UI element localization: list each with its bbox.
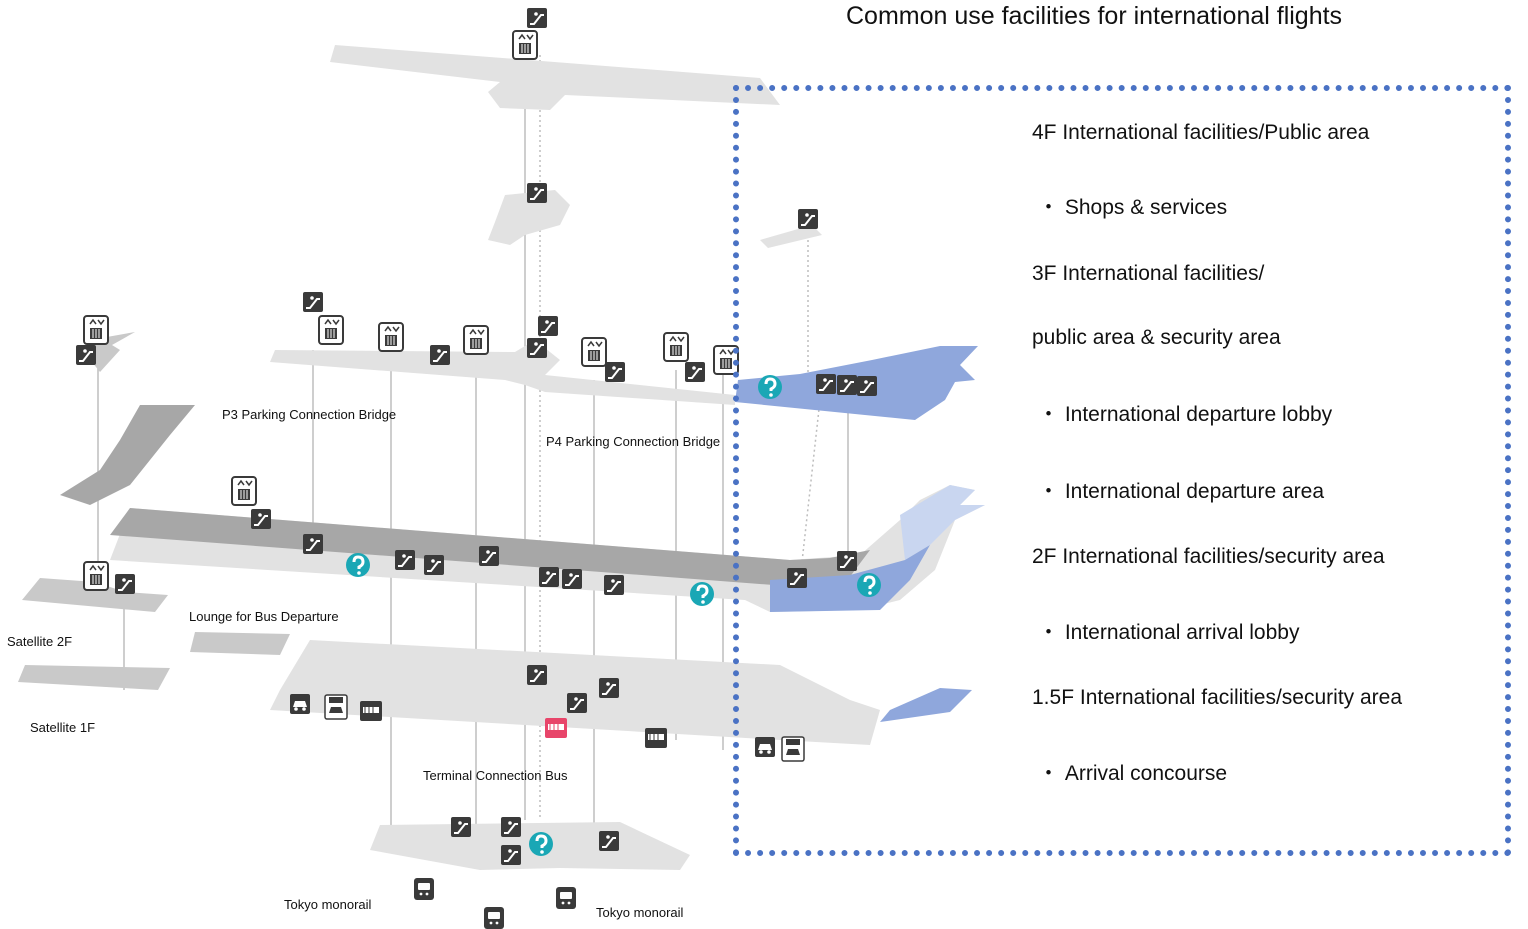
- elevator-icon[interactable]: [318, 315, 344, 345]
- floor-5f-observation: [330, 45, 780, 110]
- legend-line-3f: 3F International facilities/: [1032, 262, 1265, 285]
- info-icon[interactable]: [688, 580, 716, 608]
- monorail-icon[interactable]: [484, 907, 504, 929]
- lounge-bus-label: Lounge for Bus Departure: [189, 609, 339, 624]
- legend-line-departure-lobby: ・ International departure lobby: [1038, 403, 1333, 426]
- escalator-icon[interactable]: [684, 361, 706, 383]
- elevator-icon[interactable]: [83, 315, 109, 345]
- escalator-icon[interactable]: [302, 533, 324, 555]
- elevator-icon[interactable]: [663, 332, 689, 362]
- escalator-icon[interactable]: [114, 573, 136, 595]
- legend-line-arrival-concourse: ・ Arrival concourse: [1038, 762, 1228, 785]
- elevator-icon[interactable]: [463, 325, 489, 355]
- monorail-label-left: Tokyo monorail: [284, 897, 372, 912]
- p4-bridge-label: P4 Parking Connection Bridge: [546, 434, 720, 449]
- escalator-icon[interactable]: [598, 677, 620, 699]
- bus-icon[interactable]: [359, 700, 383, 722]
- floor-satellite-2f: [22, 578, 168, 612]
- legend-line-2f: 2F International facilities/security are…: [1032, 545, 1385, 568]
- legend-line-departure-area: ・ International departure area: [1038, 480, 1325, 503]
- floor-satellite-1f: [18, 665, 170, 690]
- car-icon[interactable]: [290, 694, 310, 714]
- escalator-icon[interactable]: [538, 566, 560, 588]
- info-icon[interactable]: [527, 830, 555, 858]
- escalator-icon[interactable]: [500, 816, 522, 838]
- monorail-icon[interactable]: [414, 878, 434, 900]
- elevator-icon[interactable]: [378, 322, 404, 352]
- escalator-icon[interactable]: [526, 664, 548, 686]
- legend-line-3f-areas: public area & security area: [1032, 326, 1281, 349]
- escalator-icon[interactable]: [302, 291, 324, 313]
- escalator-icon[interactable]: [429, 344, 451, 366]
- legend-box: [733, 85, 1511, 856]
- page-title: Common use facilities for international …: [846, 2, 1343, 30]
- elevator-icon[interactable]: [231, 476, 257, 506]
- escalator-icon[interactable]: [598, 830, 620, 852]
- satellite-2f-label: Satellite 2F: [7, 634, 72, 649]
- elevator-icon[interactable]: [83, 561, 109, 591]
- escalator-icon[interactable]: [537, 315, 559, 337]
- escalator-icon[interactable]: [526, 182, 548, 204]
- escalator-icon[interactable]: [450, 816, 472, 838]
- escalator-icon[interactable]: [566, 692, 588, 714]
- bus-icon[interactable]: [644, 727, 668, 749]
- floor-2f: [270, 640, 972, 745]
- taxi-icon[interactable]: [324, 694, 348, 720]
- info-icon[interactable]: [344, 551, 372, 579]
- escalator-icon[interactable]: [604, 361, 626, 383]
- terminal-bus-label: Terminal Connection Bus: [423, 768, 568, 783]
- escalator-icon[interactable]: [526, 7, 548, 29]
- escalator-icon[interactable]: [250, 508, 272, 530]
- legend-line-4f: 4F International facilities/Public area: [1032, 121, 1370, 144]
- legend-line-arrival-lobby: ・ International arrival lobby: [1038, 621, 1300, 644]
- escalator-icon[interactable]: [561, 568, 583, 590]
- monorail-label-right: Tokyo monorail: [596, 905, 684, 920]
- p3-bridge-label: P3 Parking Connection Bridge: [222, 407, 396, 422]
- elevator-icon[interactable]: [512, 30, 538, 60]
- legend-line-shops: ・ Shops & services: [1038, 196, 1228, 219]
- floor-4f-upper: [488, 190, 570, 245]
- escalator-icon[interactable]: [478, 545, 500, 567]
- escalator-icon[interactable]: [75, 344, 97, 366]
- elevator-icon[interactable]: [581, 337, 607, 367]
- legend-line-1-5f: 1.5F International facilities/security a…: [1032, 686, 1403, 709]
- escalator-icon[interactable]: [526, 337, 548, 359]
- escalator-icon[interactable]: [394, 549, 416, 571]
- satellite-1f-label: Satellite 1F: [30, 720, 95, 735]
- escalator-icon[interactable]: [423, 554, 445, 576]
- monorail-icon[interactable]: [556, 887, 576, 909]
- floor-lounge-bus: [190, 632, 290, 655]
- terminal-bus-icon[interactable]: [544, 717, 568, 739]
- escalator-icon[interactable]: [500, 844, 522, 866]
- escalator-icon[interactable]: [603, 574, 625, 596]
